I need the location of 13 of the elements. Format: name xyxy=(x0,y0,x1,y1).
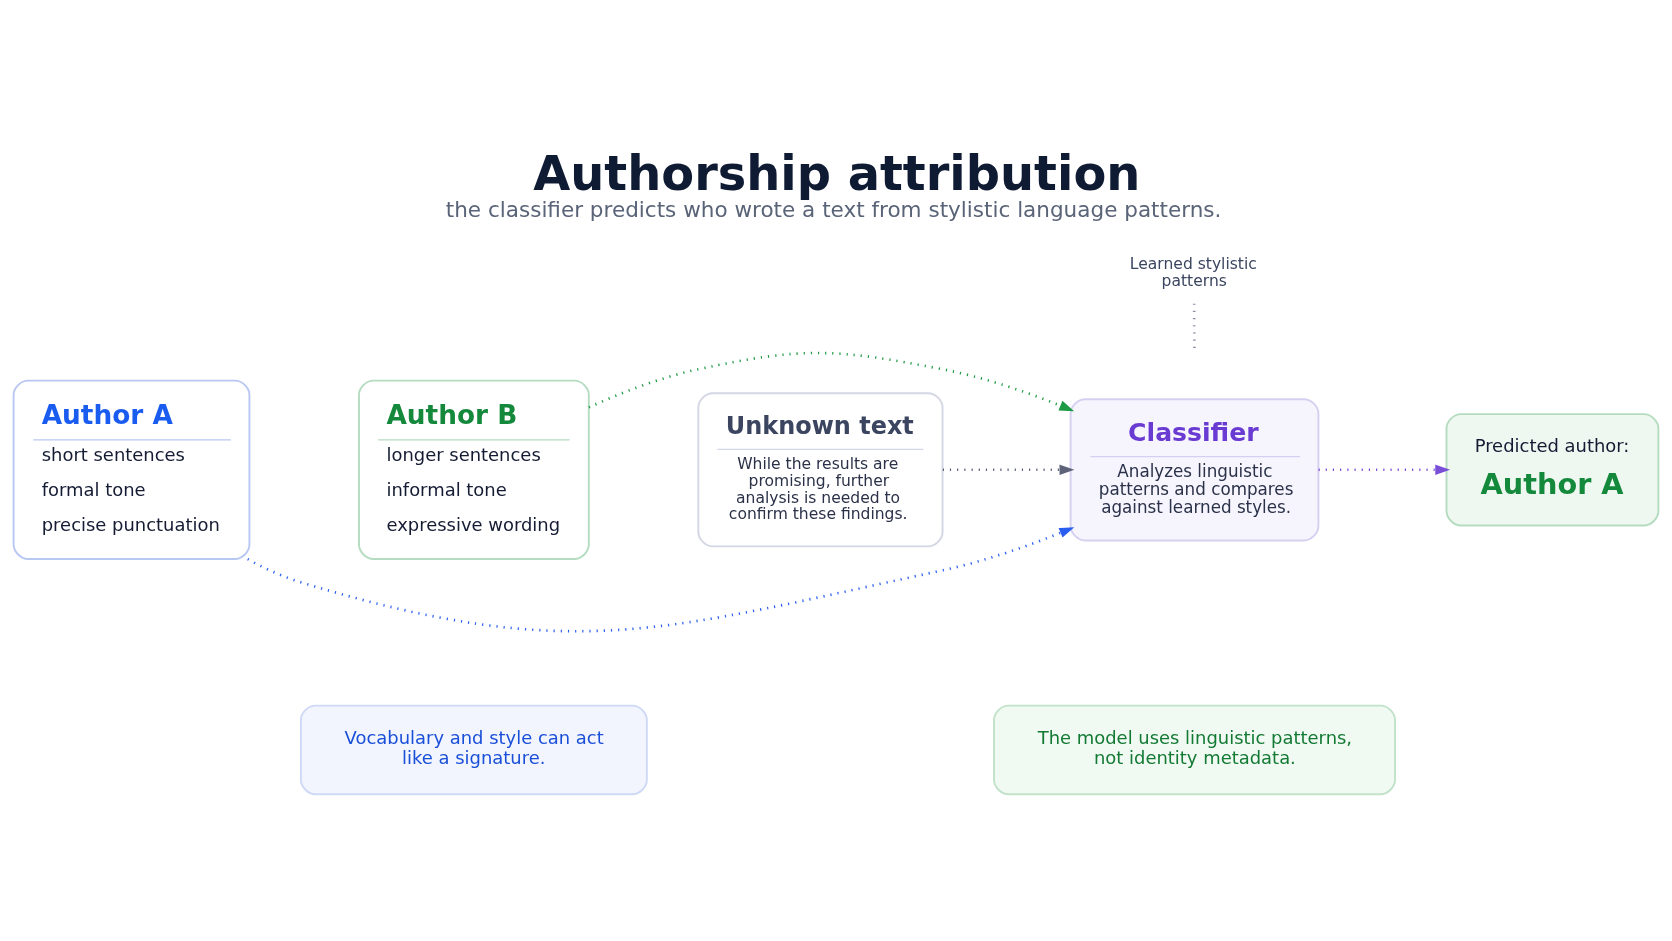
arrow xyxy=(247,526,1075,632)
node-box: Classifier Analyzes linguistic patterns and compares against learned styles. xyxy=(1069,397,1320,541)
node-box: Predicted author: Author A xyxy=(1445,412,1660,526)
arrow xyxy=(588,351,1075,411)
node-box: Vocabulary and style can act like a signature. xyxy=(299,704,648,795)
node-box: Unknown text While the results are promising, further analysis is needed to confirm these findings. xyxy=(697,391,944,547)
node-box: The model uses linguistic patterns, not identity metadata. xyxy=(993,704,1396,795)
node-box: Author B longer sentences informal tone expressive wording xyxy=(358,379,590,560)
arrow xyxy=(1318,464,1451,475)
arrow xyxy=(942,464,1075,475)
diagram-title: Authorship attribution xyxy=(533,145,1141,201)
node-text: Learned stylistic patterns xyxy=(1129,254,1257,290)
node-box: Author A short sentences formal tone precise punctuation xyxy=(12,379,251,560)
